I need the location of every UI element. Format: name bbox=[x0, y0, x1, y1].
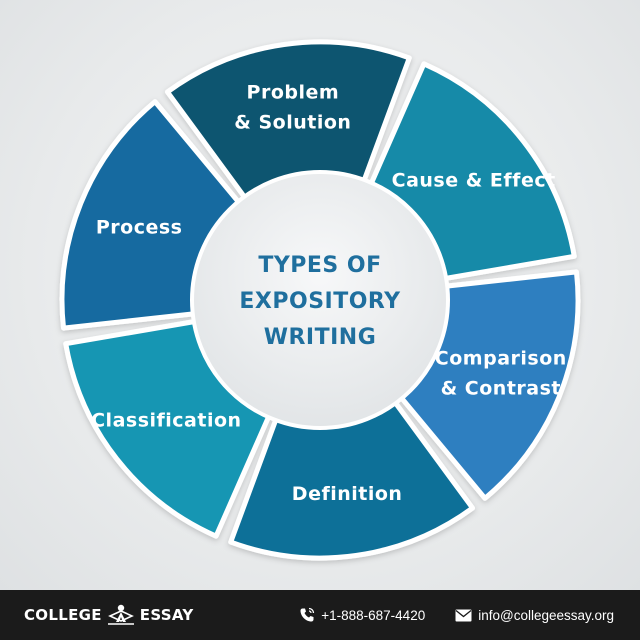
segment-label-3: Definition bbox=[292, 483, 403, 505]
segment-label-6-line-2: & Solution bbox=[234, 112, 351, 134]
center-title-line-3: WRITING bbox=[264, 325, 377, 350]
segment-label-5-line-1: Process bbox=[96, 217, 183, 239]
segment-label-5: Process bbox=[96, 217, 183, 239]
center-circle bbox=[190, 170, 450, 430]
footer-bar: COLLEGE ESSAY +1-888-687-4420 info@colle… bbox=[0, 590, 640, 640]
segment-label-4: Classification bbox=[91, 410, 241, 432]
phone-icon bbox=[300, 607, 315, 622]
segment-label-1: Cause & Effect bbox=[392, 170, 556, 192]
center-title-line-2: EXPOSITORY bbox=[239, 289, 401, 314]
email-address: info@collegeessay.org bbox=[478, 607, 614, 623]
segment-label-3-line-1: Definition bbox=[292, 483, 403, 505]
phone-number: +1-888-687-4420 bbox=[321, 607, 426, 623]
segment-label-6-line-1: Problem bbox=[247, 82, 340, 104]
graduate-cap-icon bbox=[107, 604, 134, 625]
segment-label-2-line-2: & Contrast bbox=[441, 378, 561, 400]
segment-label-6: Problem & Solution bbox=[234, 82, 351, 134]
brand-logo: COLLEGE ESSAY bbox=[24, 602, 194, 628]
brand-text-right: ESSAY bbox=[139, 606, 194, 624]
email-contact[interactable]: info@collegeessay.org bbox=[455, 608, 614, 623]
center-title-line-1: TYPES OF bbox=[258, 253, 381, 278]
center-title: TYPES OF EXPOSITORY WRITING bbox=[239, 253, 401, 350]
segment-label-1-line-1: Cause & Effect bbox=[392, 170, 556, 192]
phone-contact[interactable]: +1-888-687-4420 bbox=[299, 607, 425, 623]
brand-text-left: COLLEGE bbox=[24, 606, 102, 624]
segment-label-2: Comparison & Contrast bbox=[435, 348, 567, 400]
envelope-icon bbox=[455, 609, 472, 621]
segment-label-2-line-1: Comparison bbox=[435, 348, 567, 370]
segment-label-4-line-1: Classification bbox=[91, 410, 241, 432]
